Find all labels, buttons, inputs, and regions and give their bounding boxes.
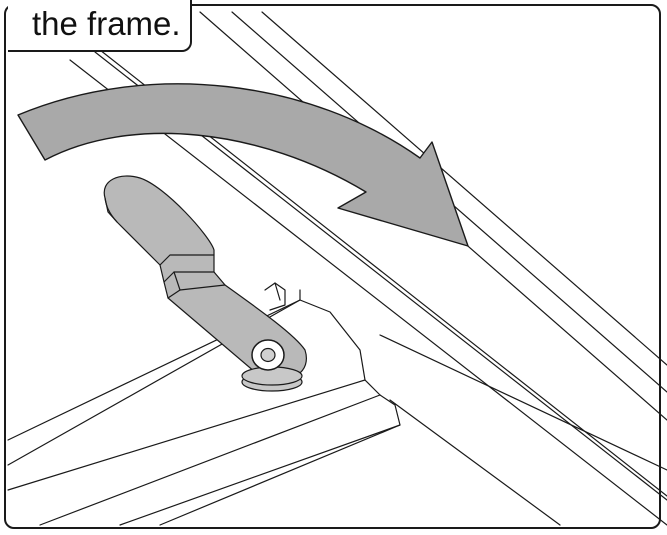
caption-text: the frame. [32,5,181,42]
caption-box: the frame. [8,0,192,52]
latch-lever [103,175,307,392]
rotation-arrow-icon [17,83,469,247]
